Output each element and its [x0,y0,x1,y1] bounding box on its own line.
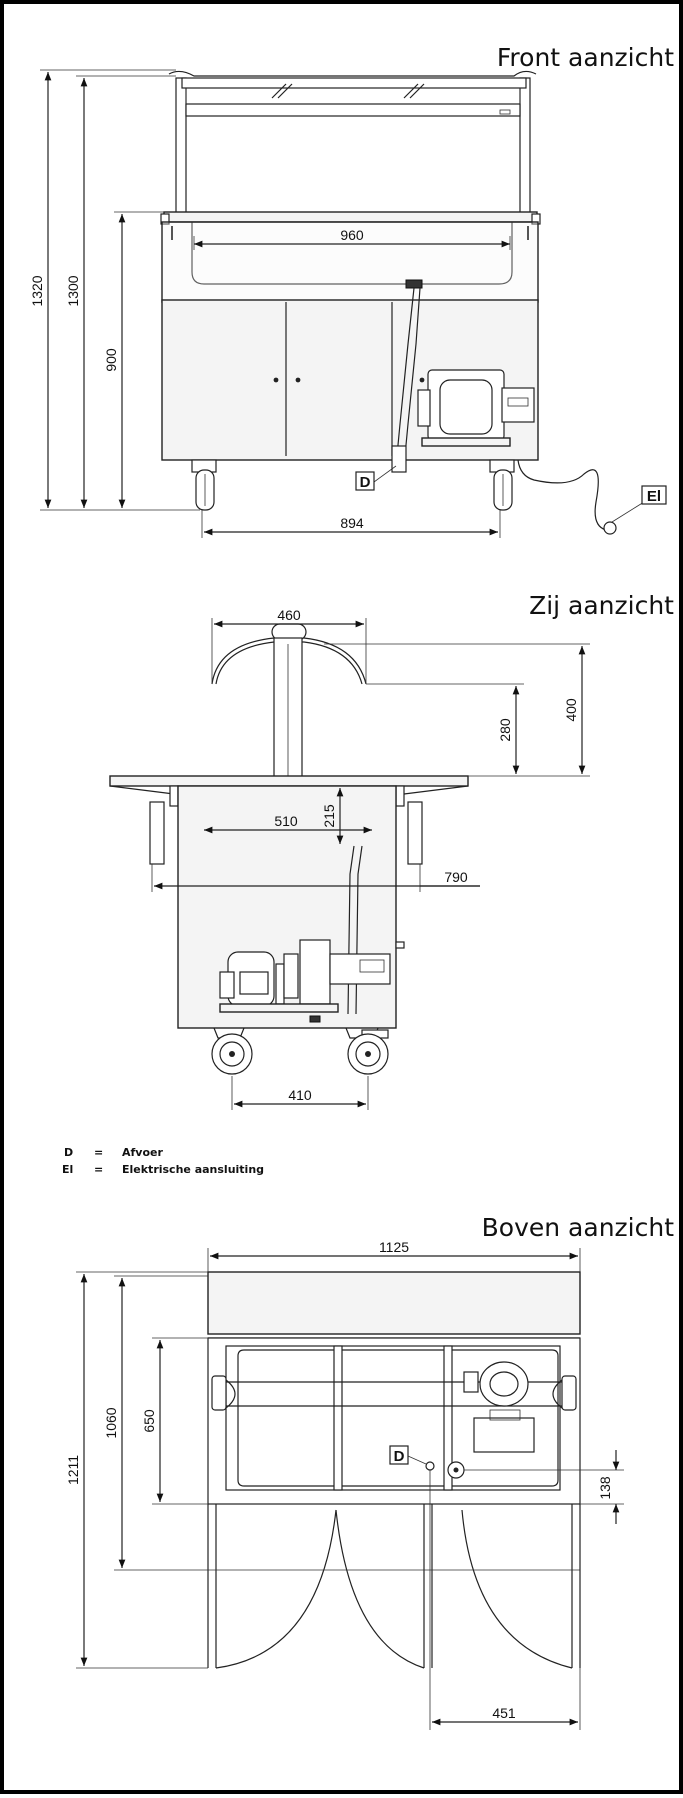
dim-510: 510 [274,813,298,829]
side-dimensions: 460 400 280 215 510 790 410 [151,607,590,1110]
svg-text:El: El [62,1163,73,1176]
top-body [207,1271,581,1505]
svg-text:El: El [647,488,661,505]
dim-1125: 1125 [379,1239,409,1255]
side-cabinet [177,785,405,1029]
front-view-title: Front aanzicht [497,43,674,72]
power-cable [517,459,607,531]
dim-138: 138 [597,1476,613,1500]
legend: D = Afvoer El = Elektrische aansluiting [62,1146,264,1176]
top-doors [207,1504,581,1669]
dim-400: 400 [563,698,579,722]
front-dimensions: 1320 1300 900 960 894 [29,69,511,538]
dim-410: 410 [288,1087,312,1103]
front-electric-tag: El [611,485,667,523]
legend-row-electric: El = Elektrische aansluiting [62,1163,264,1176]
dim-1320: 1320 [29,275,45,306]
side-view: Zij aanzicht [109,591,674,1110]
side-sneeze-guard [211,623,367,779]
dim-900: 900 [103,348,119,372]
dim-960: 960 [340,227,364,243]
dim-280: 280 [497,718,513,742]
dim-1300: 1300 [65,275,81,306]
front-wheels [191,459,515,511]
technical-drawing: Front aanzicht [29,43,674,1730]
dim-1211: 1211 [65,1455,81,1485]
dim-1060: 1060 [103,1407,119,1438]
drain-point-icon [425,1461,435,1471]
power-plug-icon [603,521,617,535]
side-counter [109,775,469,865]
top-view: Boven aanzicht [65,1213,674,1730]
svg-text:D: D [394,1448,405,1465]
svg-text:Afvoer: Afvoer [122,1146,163,1159]
dim-215: 215 [321,804,337,828]
dim-790: 790 [444,869,468,885]
front-cabinet [161,287,539,473]
svg-text:Elektrische aansluiting: Elektrische aansluiting [122,1163,264,1176]
front-sneeze-guard [168,70,537,217]
dim-460: 460 [277,607,301,623]
svg-text:=: = [94,1146,103,1159]
svg-text:D: D [64,1146,73,1159]
svg-text:=: = [94,1163,103,1176]
legend-row-drain: D = Afvoer [64,1146,163,1159]
top-drain-tag: D [389,1445,427,1465]
svg-text:D: D [360,474,371,491]
front-drain-tag: D [355,465,397,491]
side-view-title: Zij aanzicht [529,591,674,620]
dim-894: 894 [340,515,364,531]
dim-451: 451 [492,1705,516,1721]
side-wheels [211,1027,389,1075]
top-dimensions: 1125 1211 1060 650 138 451 [65,1239,624,1730]
top-view-title: Boven aanzicht [482,1213,675,1242]
front-view: Front aanzicht [29,43,674,538]
dim-650: 650 [141,1409,157,1433]
front-counter [160,211,541,303]
